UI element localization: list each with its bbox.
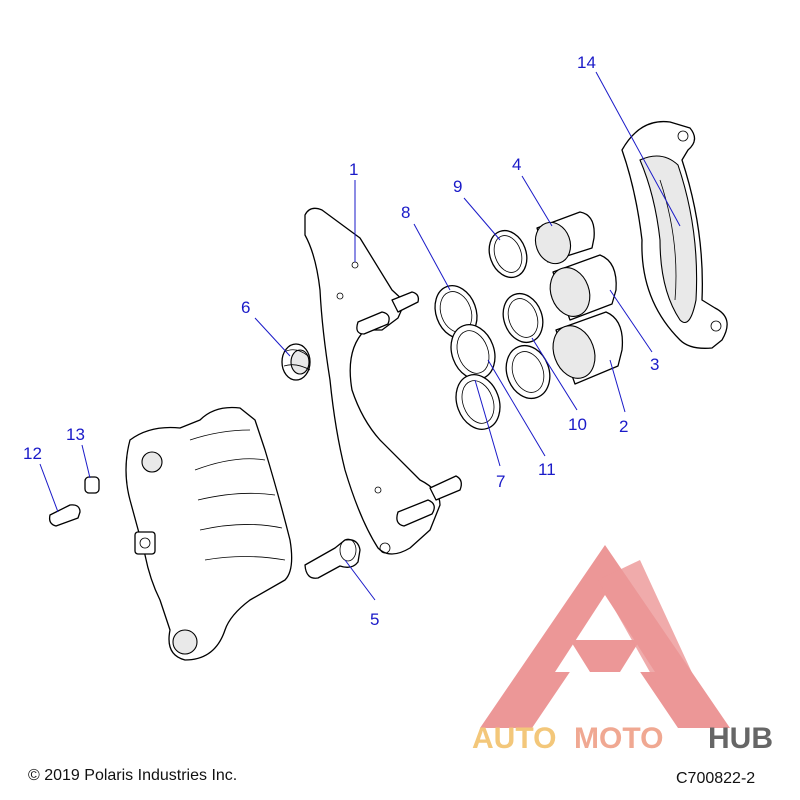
leader-11 [487, 359, 546, 457]
copyright-text: © 2019 Polaris Industries Inc. [28, 767, 237, 784]
leader-10 [531, 337, 578, 411]
diagram-code: C700822-2 [676, 770, 755, 787]
part-7-seal-upper [450, 324, 496, 380]
callout-1: 1 [349, 160, 358, 179]
callout-5: 5 [370, 610, 379, 629]
leader-12 [39, 463, 59, 513]
part-7-seal-lower [455, 374, 501, 430]
leader-9 [463, 197, 501, 241]
watermark-auto: AUTO [472, 722, 556, 755]
part-9-seal [488, 229, 528, 279]
part-13-cap [84, 476, 100, 494]
leader-8 [413, 223, 451, 291]
leader-6 [254, 317, 291, 357]
leader-7 [474, 379, 501, 467]
callout-2: 2 [619, 417, 628, 436]
leader-3 [609, 289, 653, 353]
leader-lines [39, 71, 681, 601]
part-2-piston-large [552, 311, 624, 385]
caliper-body [125, 406, 293, 661]
leader-4 [521, 175, 553, 227]
callout-4: 4 [512, 155, 521, 174]
part-11-seal [505, 344, 551, 400]
callout-12: 12 [23, 444, 42, 463]
watermark-hub: HUB [708, 722, 773, 755]
callout-3: 3 [650, 355, 659, 374]
watermark-text: AUTO MOTO HUB [472, 722, 773, 755]
watermark-moto: MOTO [574, 722, 663, 755]
callout-labels: 1 2 3 4 5 6 7 8 9 10 11 12 13 14 [23, 53, 659, 629]
callout-11: 11 [538, 460, 556, 479]
part-12-bleeder [48, 504, 81, 527]
watermark-logo [480, 545, 730, 728]
leader-13 [81, 444, 91, 479]
callout-9: 9 [453, 177, 462, 196]
leader-5 [344, 559, 376, 601]
part-5-slide-pin [304, 538, 361, 579]
part-1-bracket [304, 207, 462, 555]
callout-7: 7 [496, 472, 505, 491]
leader-2 [609, 359, 626, 413]
callout-6: 6 [241, 298, 250, 317]
callout-10: 10 [568, 415, 587, 434]
callout-14: 14 [577, 53, 596, 72]
callout-13: 13 [66, 425, 85, 444]
part-3-piston-medium [549, 254, 617, 321]
leader-14 [595, 71, 681, 227]
part-6-boot [281, 343, 311, 381]
callout-8: 8 [401, 203, 410, 222]
part-14-brake-pad [621, 120, 728, 349]
part-10-seal [502, 292, 544, 344]
